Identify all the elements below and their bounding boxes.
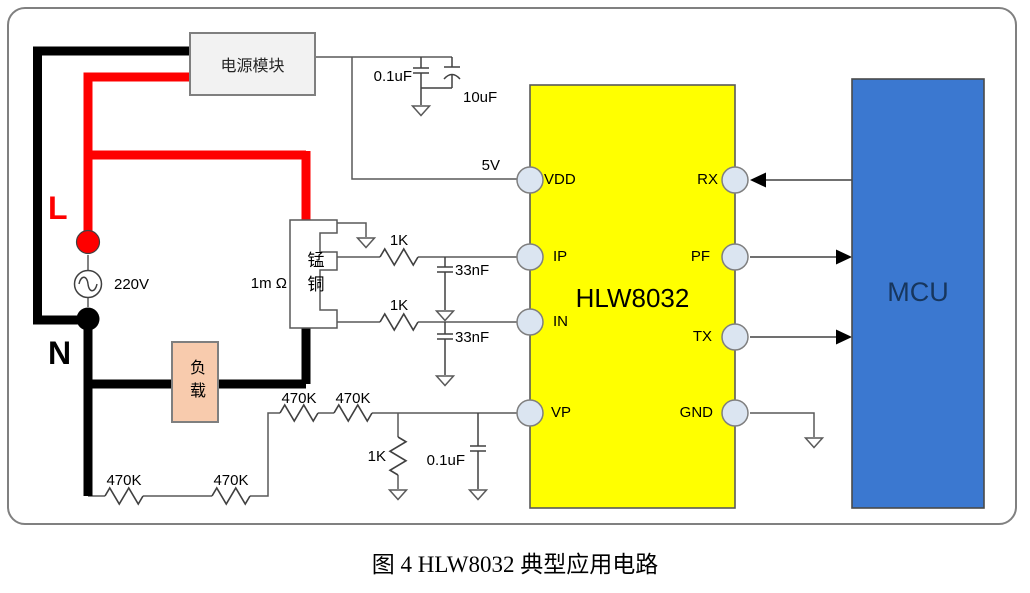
capacitor-10uf-vdd <box>421 57 461 89</box>
rx-arrowhead <box>750 172 766 188</box>
pin-gnd-label: GND <box>679 404 713 421</box>
pin-in <box>516 308 544 336</box>
cap-33nf-ip-label: 33nF <box>455 262 490 279</box>
cap-0.1uf-vp-label: 0.1uF <box>426 452 465 469</box>
capacitor-0p1uf-vp <box>470 413 486 489</box>
pf-arrowhead <box>836 249 852 265</box>
power-module-box <box>189 32 316 96</box>
resistor-470k-1-label: 470K <box>106 472 142 489</box>
load-box <box>171 341 219 423</box>
live-wire <box>83 72 311 231</box>
capacitor-33nf-in <box>437 322 453 375</box>
pin-gnd <box>721 399 749 427</box>
chip-name-label: HLW8032 <box>575 283 690 313</box>
cap-10uf-vdd-label: 10uF <box>463 89 498 106</box>
pin-ip-label: IP <box>553 248 568 265</box>
pin-rx-label: RX <box>697 171 718 188</box>
ip-sense-net <box>337 222 517 310</box>
shunt-value-label: 1m Ω <box>250 275 287 292</box>
mcu-links <box>750 172 852 345</box>
pin-pf-label: PF <box>690 248 710 265</box>
mcu-body <box>851 78 985 509</box>
capacitor-33nf-ip <box>437 257 453 310</box>
resistor-1k-ip-label: 1K <box>389 232 409 249</box>
mcu-label: MCU <box>887 277 949 307</box>
pin-vdd-label: VDD <box>544 171 576 188</box>
resistor-1k-vp-label: 1K <box>367 448 386 465</box>
pin-vp-label: VP <box>551 404 572 421</box>
gnd-pin-net <box>750 412 815 437</box>
figure-caption: 图 4 HLW8032 典型应用电路 <box>371 551 659 577</box>
neutral-node <box>76 307 100 331</box>
pin-tx-label: TX <box>692 328 712 345</box>
shunt-name-label: 锰铜 <box>304 250 324 299</box>
pin-vdd <box>516 166 544 194</box>
pin-vp <box>516 399 544 427</box>
load-label: 负载 <box>187 359 204 405</box>
vp-divider-net <box>88 412 517 497</box>
pin-pf <box>721 243 749 271</box>
ac-source-220v <box>73 255 103 307</box>
pin-rx <box>721 166 749 194</box>
hlw8032-chip-body <box>529 84 736 509</box>
power-module-label: 电源模块 <box>220 58 285 75</box>
voltage-label: 220V <box>114 276 150 293</box>
neutral-label: N <box>48 335 72 371</box>
shunt-resistor-body <box>289 219 338 329</box>
pin-tx <box>721 323 749 351</box>
resistor-470k-4-label: 470K <box>335 390 371 407</box>
live-node <box>75 229 101 255</box>
pin-ip <box>516 243 544 271</box>
in-sense-net <box>337 321 517 375</box>
capacitor-0p1uf-vdd <box>413 57 429 105</box>
resistor-470k-3-label: 470K <box>281 390 317 407</box>
vdd-supply-net <box>315 56 517 180</box>
cap-0.1uf-vdd-label: 0.1uF <box>373 68 412 85</box>
resistor-470k-2-label: 470K <box>213 472 249 489</box>
cap-33nf-in-label: 33nF <box>455 329 490 346</box>
tx-arrowhead <box>836 329 852 345</box>
pin-in-label: IN <box>553 313 568 330</box>
live-label: L <box>48 190 68 226</box>
diagram-frame <box>7 7 1017 525</box>
5v-rail-label: 5V <box>481 157 500 174</box>
resistor-1k-in-label: 1K <box>389 297 409 314</box>
neutral-wire-top <box>33 46 190 325</box>
